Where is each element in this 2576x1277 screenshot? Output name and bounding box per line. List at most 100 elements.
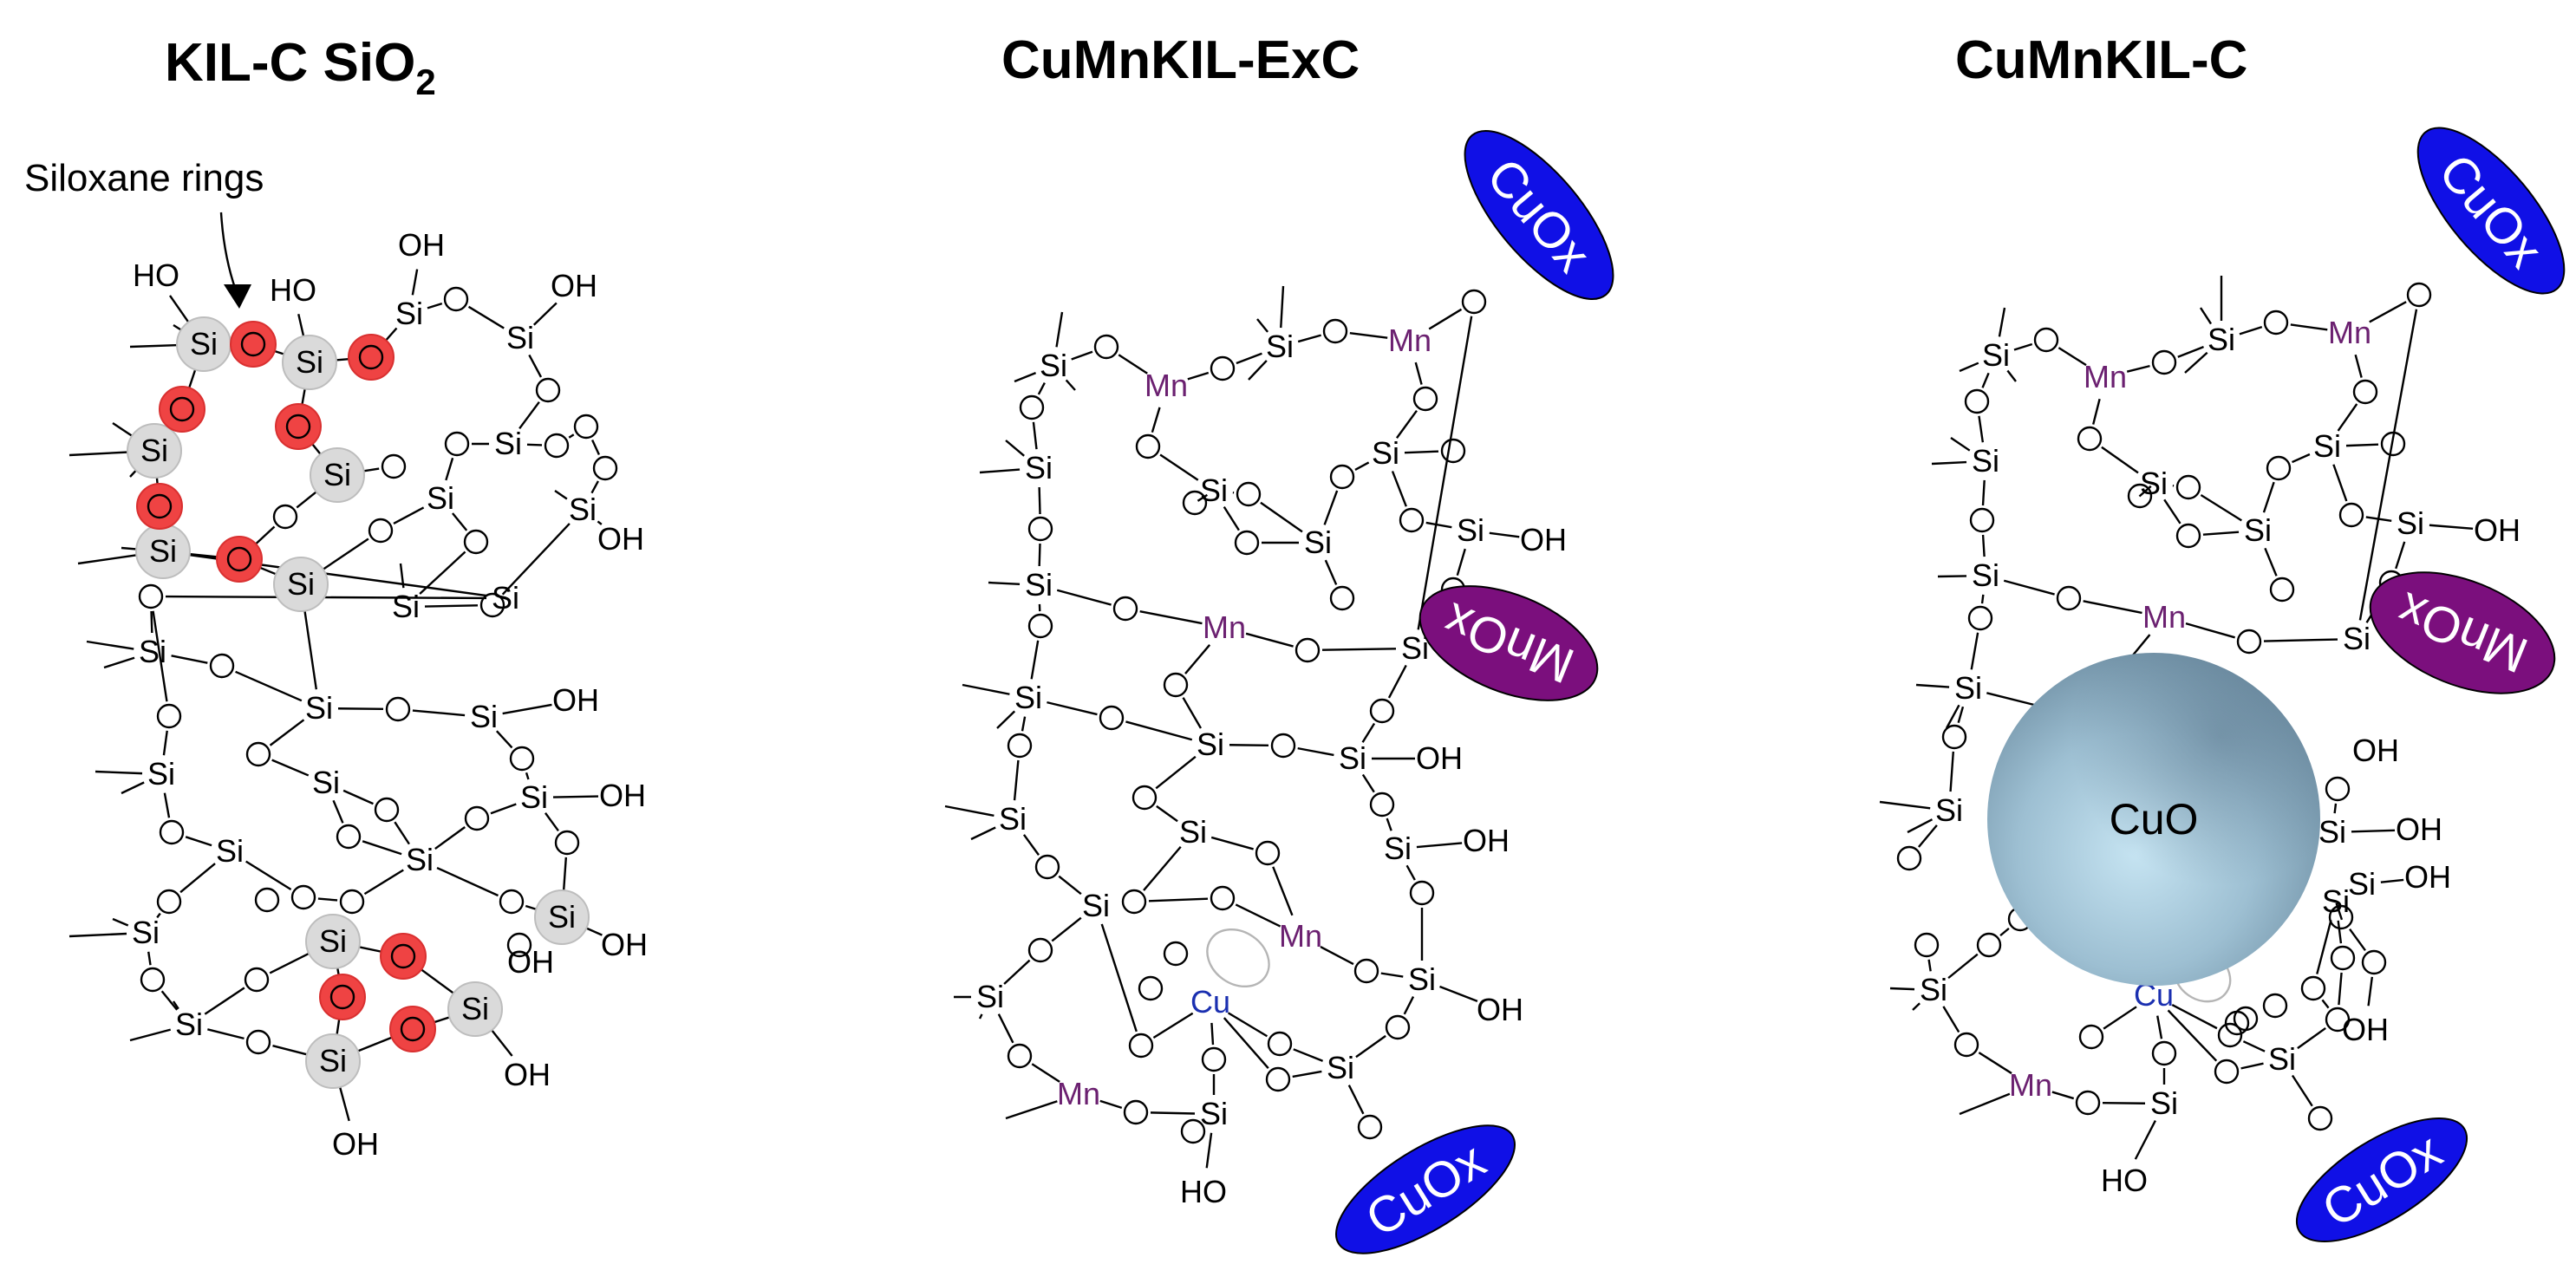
bond-line [1058, 875, 1082, 896]
bond-line [317, 897, 338, 902]
ring-silicon-highlight [282, 335, 337, 390]
bond-line [2332, 464, 2348, 502]
methyl-bond [970, 826, 996, 841]
bond-line [528, 354, 543, 378]
bond-line [518, 401, 540, 430]
methyl-bond [1889, 987, 1915, 991]
bond-line [1205, 1132, 1213, 1169]
silicon-atom: Si [190, 326, 218, 362]
bond-line [1227, 1012, 1268, 1038]
oxygen-atom [1180, 1118, 1206, 1144]
oxygen-atom [1969, 507, 1995, 533]
bond-line [2395, 541, 2406, 570]
methyl-bond [1248, 360, 1268, 381]
bond-line [152, 610, 168, 702]
oxygen-atom [1329, 585, 1355, 611]
bond-line [342, 789, 374, 805]
silicon-atom: Si [1197, 726, 1224, 762]
ring-oxygen-highlight [319, 974, 366, 1020]
silicon-atom: Si [216, 833, 244, 869]
bond-line [1970, 632, 1979, 670]
bond-line [394, 821, 410, 845]
methyl-bond [68, 450, 136, 457]
mnox-particle-exc: MnOx [1418, 585, 1599, 701]
bond-line [1148, 897, 1209, 902]
silicon-atom: Si [1982, 337, 2010, 373]
oxygen-atom [390, 943, 416, 969]
bond-line [349, 1033, 400, 1055]
hydroxyl-group: OH [2396, 811, 2442, 847]
methyl-bond [86, 640, 134, 650]
oxygen-atom [1027, 613, 1053, 639]
methyl-bond [2199, 307, 2213, 325]
siloxane-rings-label: Siloxane rings [24, 157, 264, 199]
panel-title-cumnkil-c: CuMnKIL-C [1955, 30, 2247, 90]
silicon-atom: Si [2140, 466, 2168, 501]
bond-line [1354, 461, 1370, 471]
bond-line [1949, 751, 1954, 792]
bond-line [1245, 632, 1294, 648]
bond-line [2239, 326, 2263, 336]
bond-line [414, 964, 460, 999]
bond-line [1320, 946, 1354, 966]
bond-line [235, 670, 303, 702]
bond-line [2058, 347, 2087, 367]
silicon-atom: Si [1372, 435, 1399, 471]
oxygen-atom [1322, 318, 1348, 344]
oxygen-atom [2325, 776, 2351, 802]
bond-line [1156, 805, 1178, 823]
oxygen-atom [506, 932, 532, 958]
bond-line [467, 305, 505, 329]
bond-line [545, 812, 559, 831]
bond-line [2092, 398, 2101, 425]
bond-line [2351, 829, 2396, 833]
oxygen-atom [1385, 1014, 1411, 1040]
silicon-atom: Si [2322, 883, 2350, 919]
methyl-bond [1945, 704, 1960, 729]
bond-line [597, 520, 603, 525]
oxygen-atom [2361, 949, 2387, 975]
oxygen-atom [499, 889, 525, 915]
bond-line [502, 703, 552, 715]
bond-line [412, 709, 466, 717]
oxygen-atom [1027, 516, 1053, 542]
oxygen-atom [2380, 431, 2406, 457]
bond-line [1021, 716, 1027, 732]
silicon-atom: Si [132, 915, 160, 950]
bond-line [1071, 350, 1093, 361]
bond-line [1297, 334, 1321, 343]
silicon-atom: Si [323, 457, 351, 492]
ring-silicon-highlight [273, 557, 329, 612]
bond-line [997, 1013, 1014, 1044]
methyl-bond [95, 770, 143, 775]
bond-line [163, 792, 171, 818]
ring-silicon-highlight [305, 1033, 361, 1089]
oxygen-atom [245, 1029, 271, 1055]
oxygen-atom [443, 286, 469, 312]
ring-silicon-highlight [127, 423, 182, 479]
hydroxyl-group: OH [601, 927, 648, 962]
oxygen-atom [1941, 724, 1967, 750]
oxygen-atom [381, 453, 407, 479]
oxygen-atom [2262, 993, 2288, 1019]
oxygen-atom [1265, 1066, 1291, 1092]
oxygen-atom [2214, 1059, 2240, 1085]
silicon-atom: Si [1920, 972, 1947, 1007]
bond-line [1978, 1052, 2012, 1075]
bond-line [1139, 610, 1203, 625]
bond-line [424, 604, 479, 608]
bond-line [162, 730, 168, 756]
bond-line [552, 795, 599, 798]
bond-line [1439, 985, 1478, 1002]
oxygen-atom [2300, 975, 2326, 1001]
bond-line [1297, 746, 1334, 757]
silicon-atom: Si [1304, 524, 1332, 560]
bond-line [185, 836, 212, 847]
bond-line [156, 912, 161, 919]
bond-line [2337, 403, 2358, 432]
bond-line [590, 480, 599, 494]
oxygen-atom [2151, 1040, 2177, 1066]
manganese-atom: Mn [2328, 315, 2371, 350]
